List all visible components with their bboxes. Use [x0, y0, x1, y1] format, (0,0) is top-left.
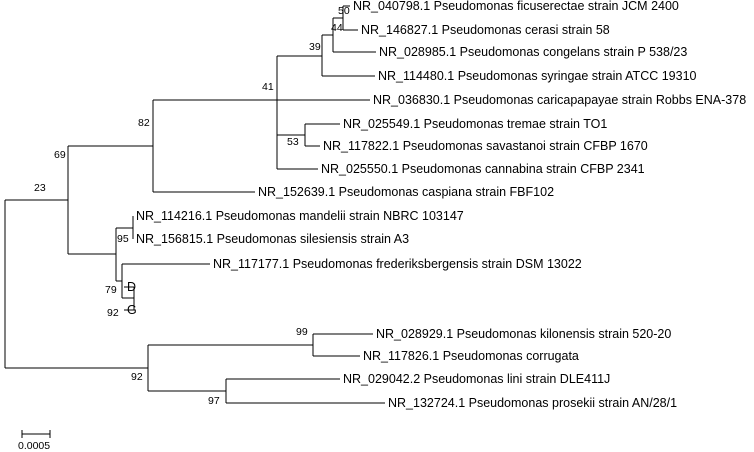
scale-bar-label: 0.0005: [18, 440, 50, 452]
taxon-label: NR_117822.1 Pseudomonas savastanoi strai…: [323, 139, 648, 153]
taxon-label: NR_146827.1 Pseudomonas cerasi strain 58: [361, 23, 610, 37]
taxon-label: NR_029042.2 Pseudomonas lini strain DLE4…: [343, 372, 610, 386]
bootstrap-value: 92: [131, 371, 143, 383]
taxon-label: NR_025549.1 Pseudomonas tremae strain TO…: [343, 117, 607, 131]
bootstrap-value: 44: [331, 22, 343, 34]
taxon-label: NR_028985.1 Pseudomonas congelans strain…: [379, 45, 687, 59]
scale-bar: 0.0005: [18, 430, 51, 452]
bootstrap-value: 99: [296, 326, 308, 338]
bootstrap-value: 23: [34, 182, 46, 194]
scale-bar-line: [21, 430, 51, 438]
bootstrap-value: 95: [117, 233, 129, 245]
taxon-label: NR_156815.1 Pseudomonas silesiensis stra…: [136, 232, 409, 246]
bootstrap-value: 50: [338, 5, 350, 17]
taxon-label: NR_028929.1 Pseudomonas kilonensis strai…: [376, 327, 671, 341]
taxon-label: NR_040798.1 Pseudomonas ficuserectae str…: [353, 0, 679, 13]
bootstrap-value: 41: [262, 81, 274, 93]
bootstrap-value: 69: [54, 149, 66, 161]
taxon-label: NR_117177.1 Pseudomonas frederiksbergens…: [213, 257, 582, 271]
taxon-label: NR_114216.1 Pseudomonas mandelii strain …: [136, 209, 464, 223]
taxon-label: NR_132724.1 Pseudomonas prosekii strain …: [388, 396, 677, 410]
taxon-label: NR_036830.1 Pseudomonas caricapapayae st…: [373, 93, 746, 107]
bootstrap-values: 50 44 39 41 53 82 69 23 95 79 92 99 92 97: [34, 5, 350, 407]
bootstrap-value: 79: [105, 284, 117, 296]
bootstrap-value: 82: [138, 117, 150, 129]
bootstrap-value: 53: [287, 136, 299, 148]
taxon-labels: NR_040798.1 Pseudomonas ficuserectae str…: [127, 0, 746, 410]
bootstrap-value: 92: [107, 307, 119, 319]
taxon-label: NR_114480.1 Pseudomonas syringae strain …: [378, 69, 697, 83]
bootstrap-value: 39: [309, 41, 321, 53]
bootstrap-value: 97: [208, 395, 220, 407]
taxon-label: NR_117826.1 Pseudomonas corrugata: [363, 349, 579, 363]
taxon-label: NR_025550.1 Pseudomonas cannabina strain…: [321, 162, 645, 176]
tree-branches: [4, 5, 385, 404]
taxon-label: G: [127, 303, 137, 317]
taxon-label: D: [127, 280, 136, 294]
taxon-label: NR_152639.1 Pseudomonas caspiana strain …: [258, 185, 554, 199]
